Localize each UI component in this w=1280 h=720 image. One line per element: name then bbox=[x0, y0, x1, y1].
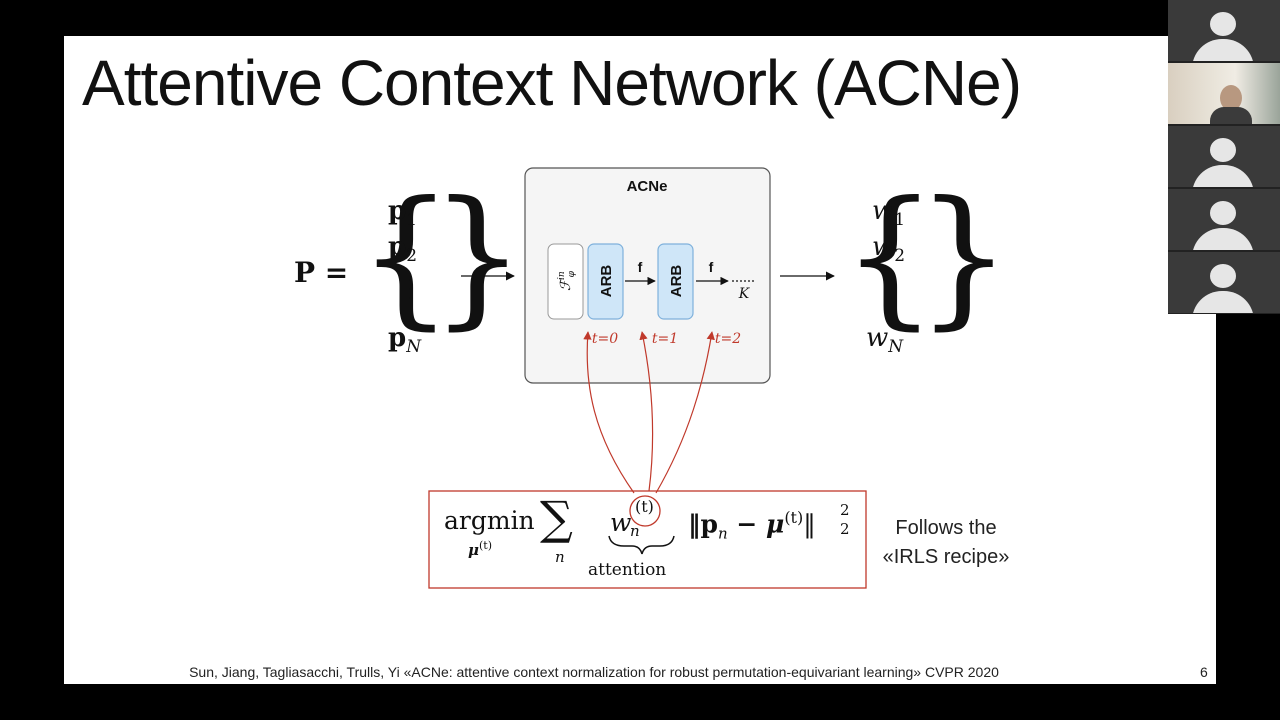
formula-argmin: argmin bbox=[444, 506, 535, 535]
participant-tile-3[interactable] bbox=[1168, 189, 1280, 250]
output-item-2: w2 bbox=[872, 232, 906, 267]
avatar-icon bbox=[1210, 12, 1236, 36]
f-label-1: f bbox=[638, 259, 643, 275]
output-dots: ⋮ bbox=[880, 274, 906, 304]
attention-circle bbox=[629, 495, 661, 527]
formula-box bbox=[428, 490, 867, 589]
arb-label-2: ARB bbox=[668, 265, 685, 298]
avatar-icon bbox=[1210, 264, 1236, 288]
speaker-face bbox=[1220, 85, 1242, 111]
formula-argmin-sub: μ(t) bbox=[468, 539, 492, 559]
avatar-icon bbox=[1210, 201, 1236, 225]
f-label-2: f bbox=[709, 259, 714, 275]
slide-diagram: ACNe ℱinφ ARB ARB f f K t=0 t=1 t=2 bbox=[428, 167, 867, 589]
output-item-n: wN bbox=[866, 323, 904, 358]
input-left-brace: { bbox=[358, 170, 454, 344]
irls-note-line2: «IRLS recipe» bbox=[882, 546, 1010, 568]
formula-sum-sub: n bbox=[555, 548, 565, 566]
input-item-n: pN bbox=[388, 323, 422, 358]
underbrace bbox=[608, 535, 675, 555]
formula-sum: ∑ bbox=[540, 491, 573, 545]
formula-w-sub: n bbox=[630, 522, 640, 540]
arb-block-2 bbox=[657, 243, 694, 320]
slide-page-number: 6 bbox=[1200, 664, 1208, 680]
svg-text:ℱinφ: ℱinφ bbox=[557, 270, 577, 291]
formula-attention: attention bbox=[588, 560, 667, 580]
input-label: P = bbox=[294, 256, 349, 289]
input-item-2: p2 bbox=[388, 232, 418, 267]
t-label-1: t=1 bbox=[652, 331, 678, 347]
irls-note: Follows the «IRLS recipe» bbox=[880, 514, 1012, 572]
k-label: K bbox=[738, 286, 751, 302]
attention-arrow-t0 bbox=[583, 331, 635, 494]
irls-note-line1: Follows the bbox=[895, 517, 997, 539]
f-in-block bbox=[547, 243, 584, 320]
f-in-label: ℱinφ bbox=[557, 270, 577, 291]
t-label-0: t=0 bbox=[592, 331, 618, 347]
participant-tile-active-speaker[interactable] bbox=[1168, 63, 1280, 124]
acne-box-title: ACNe bbox=[627, 178, 668, 195]
acne-box bbox=[524, 167, 771, 384]
formula-norm: ‖pn − μ(t)‖ bbox=[688, 508, 816, 543]
output-item-1: w1 bbox=[872, 196, 906, 231]
participant-tile-2[interactable] bbox=[1168, 126, 1280, 187]
output-right-brace: } bbox=[916, 170, 1012, 344]
attention-arrow-t1 bbox=[639, 331, 654, 492]
participants-panel bbox=[1168, 0, 1280, 314]
participant-tile-1[interactable] bbox=[1168, 0, 1280, 61]
slide-title: Attentive Context Network (ACNe) bbox=[82, 47, 1022, 119]
formula-w: w bbox=[610, 508, 632, 537]
formula-norm-sup2: 2 bbox=[840, 501, 850, 519]
slide: Attentive Context Network (ACNe) ACNe ℱi… bbox=[64, 36, 1216, 684]
input-item-1: p1 bbox=[388, 196, 418, 231]
t-label-2: t=2 bbox=[715, 331, 741, 347]
arb-label-1: ARB bbox=[598, 265, 615, 298]
avatar-icon bbox=[1210, 138, 1236, 162]
input-right-brace: } bbox=[430, 170, 526, 344]
output-left-brace: { bbox=[842, 170, 938, 344]
formula-w-sup: (t) bbox=[635, 497, 654, 516]
input-dots: ⋮ bbox=[398, 274, 424, 304]
arb-block-1 bbox=[587, 243, 624, 320]
attention-arrow-t2 bbox=[655, 331, 715, 494]
slide-footer-citation: Sun, Jiang, Tagliasacchi, Trulls, Yi «AC… bbox=[189, 664, 999, 680]
formula-norm-sub2: 2 bbox=[840, 520, 850, 538]
participant-tile-4[interactable] bbox=[1168, 252, 1280, 313]
